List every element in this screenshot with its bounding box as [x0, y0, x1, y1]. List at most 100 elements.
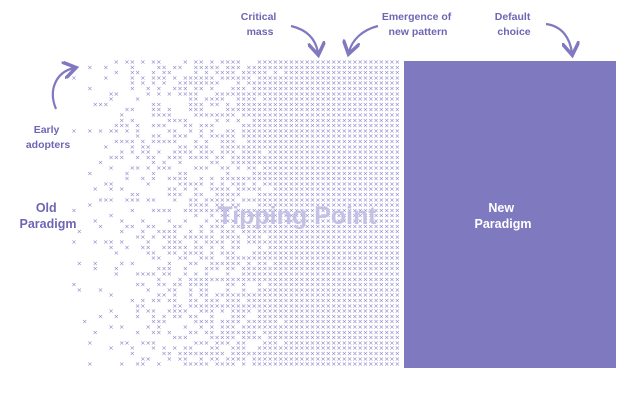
cross-mark-icon: ×: [236, 58, 241, 66]
cross-mark-icon: ×: [336, 297, 341, 305]
cross-mark-icon: ×: [236, 233, 241, 241]
cross-mark-icon: ×: [236, 244, 241, 252]
cross-mark-icon: ×: [278, 217, 283, 225]
cross-mark-icon: ×: [373, 307, 378, 315]
cross-mark-icon: ×: [352, 360, 357, 368]
cross-mark-icon: ×: [342, 355, 347, 363]
cross-mark-icon: ×: [283, 355, 288, 363]
cross-mark-icon: ×: [379, 116, 384, 124]
cross-mark-icon: ×: [251, 270, 256, 278]
cross-mark-icon: ×: [204, 275, 209, 283]
cross-mark-icon: ×: [331, 127, 336, 135]
cross-mark-icon: ×: [326, 228, 331, 236]
cross-mark-icon: ×: [209, 132, 214, 140]
cross-mark-icon: ×: [257, 244, 262, 252]
cross-mark-icon: ×: [283, 143, 288, 151]
cross-mark-icon: ×: [273, 143, 278, 151]
cross-mark-icon: ×: [188, 286, 193, 294]
cross-mark-icon: ×: [347, 191, 352, 199]
cross-mark-icon: ×: [267, 233, 272, 241]
cross-mark-icon: ×: [220, 238, 225, 246]
cross-mark-icon: ×: [198, 275, 203, 283]
cross-mark-icon: ×: [251, 196, 256, 204]
cross-mark-icon: ×: [363, 334, 368, 342]
cross-mark-icon: ×: [352, 286, 357, 294]
cross-mark-icon: ×: [289, 122, 294, 130]
cross-mark-icon: ×: [177, 180, 182, 188]
cross-mark-icon: ×: [262, 201, 267, 209]
cross-mark-icon: ×: [193, 297, 198, 305]
cross-mark-icon: ×: [241, 307, 246, 315]
cross-mark-icon: ×: [251, 138, 256, 146]
cross-mark-icon: ×: [214, 238, 219, 246]
cross-mark-icon: ×: [336, 339, 341, 347]
cross-mark-icon: ×: [289, 180, 294, 188]
cross-mark-icon: ×: [389, 265, 394, 273]
cross-mark-icon: ×: [241, 286, 246, 294]
cross-mark-icon: ×: [130, 69, 135, 77]
cross-mark-icon: ×: [246, 307, 251, 315]
cross-mark-icon: ×: [395, 143, 400, 151]
cross-mark-icon: ×: [315, 344, 320, 352]
cross-mark-icon: ×: [304, 85, 309, 93]
cross-mark-icon: ×: [304, 350, 309, 358]
cross-mark-icon: ×: [278, 122, 283, 130]
cross-mark-icon: ×: [145, 196, 150, 204]
cross-mark-icon: ×: [161, 69, 166, 77]
cross-mark-icon: ×: [156, 164, 161, 172]
cross-mark-icon: ×: [363, 291, 368, 299]
cross-mark-icon: ×: [395, 212, 400, 220]
cross-mark-icon: ×: [188, 275, 193, 283]
cross-mark-icon: ×: [262, 318, 267, 326]
cross-mark-icon: ×: [289, 111, 294, 119]
cross-mark-icon: ×: [310, 254, 315, 262]
cross-mark-icon: ×: [368, 217, 373, 225]
cross-mark-icon: ×: [320, 90, 325, 98]
cross-mark-icon: ×: [389, 360, 394, 368]
cross-mark-icon: ×: [368, 58, 373, 66]
cross-mark-icon: ×: [278, 196, 283, 204]
cross-mark-icon: ×: [389, 254, 394, 262]
cross-mark-icon: ×: [310, 360, 315, 368]
cross-mark-icon: ×: [214, 360, 219, 368]
cross-mark-icon: ×: [225, 175, 230, 183]
cross-mark-icon: ×: [299, 360, 304, 368]
cross-mark-icon: ×: [395, 79, 400, 87]
cross-mark-icon: ×: [379, 74, 384, 82]
cross-mark-icon: ×: [267, 286, 272, 294]
cross-mark-icon: ×: [315, 217, 320, 225]
cross-mark-icon: ×: [183, 350, 188, 358]
cross-mark-icon: ×: [289, 132, 294, 140]
cross-mark-icon: ×: [188, 180, 193, 188]
cross-mark-icon: ×: [251, 164, 256, 172]
cross-mark-icon: ×: [299, 180, 304, 188]
cross-mark-icon: ×: [289, 58, 294, 66]
cross-mark-icon: ×: [220, 180, 225, 188]
cross-mark-icon: ×: [395, 85, 400, 93]
cross-mark-icon: ×: [373, 286, 378, 294]
cross-mark-icon: ×: [395, 238, 400, 246]
cross-mark-icon: ×: [283, 153, 288, 161]
cross-mark-icon: ×: [331, 90, 336, 98]
cross-mark-icon: ×: [278, 63, 283, 71]
cross-mark-icon: ×: [172, 132, 177, 140]
cross-mark-icon: ×: [347, 132, 352, 140]
cross-mark-icon: ×: [283, 275, 288, 283]
cross-mark-icon: ×: [331, 334, 336, 342]
cross-mark-icon: ×: [161, 291, 166, 299]
cross-mark-icon: ×: [326, 244, 331, 252]
cross-mark-icon: ×: [294, 233, 299, 241]
cross-mark-icon: ×: [273, 254, 278, 262]
cross-mark-icon: ×: [130, 106, 135, 114]
cross-mark-icon: ×: [357, 312, 362, 320]
cross-mark-icon: ×: [251, 291, 256, 299]
cross-mark-icon: ×: [368, 138, 373, 146]
cross-mark-icon: ×: [283, 122, 288, 130]
cross-mark-icon: ×: [278, 307, 283, 315]
cross-mark-icon: ×: [294, 148, 299, 156]
cross-mark-icon: ×: [246, 79, 251, 87]
cross-mark-icon: ×: [177, 169, 182, 177]
cross-mark-icon: ×: [188, 122, 193, 130]
cross-mark-icon: ×: [262, 265, 267, 273]
cross-mark-icon: ×: [161, 122, 166, 130]
